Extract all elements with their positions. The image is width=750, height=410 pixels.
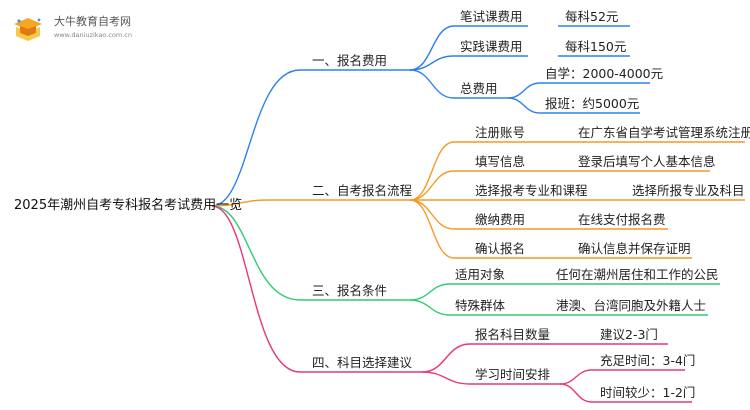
- branch-2-child-5-value: 确认信息并保存证明: [578, 241, 691, 256]
- branch-2-child-4-label: 缴纳费用: [475, 212, 526, 227]
- branch-1-to-child-1: [409, 25, 528, 71]
- branch-3-to-child-1: [409, 283, 545, 301]
- branch-1-child-3-sub-1: 自学：2000-4000元: [545, 66, 664, 81]
- branch-2-child-2-label: 填写信息: [475, 154, 526, 169]
- book-logo-icon: [14, 18, 42, 41]
- branch-4-child-1-value: 建议2-3门: [600, 327, 658, 342]
- logo: 大牛教育自考网 www.daniuzikao.com.cn: [8, 12, 148, 46]
- branch-1-child-2-label: 实践课费用: [460, 39, 523, 54]
- branch-3-to-child-2: [409, 299, 545, 316]
- branch-2-label: 二、自考报名流程: [312, 183, 413, 198]
- branch-2-to-child-1: [409, 141, 560, 201]
- child-2-to-sub-1: [559, 369, 685, 385]
- child-2-to-sub-2: [559, 383, 692, 403]
- branch-2-child-3-label: 选择报考专业和课程: [475, 183, 588, 198]
- branch-4-child-2-sub-2: 时间较少：1-2门: [600, 385, 696, 400]
- branch-4-to-child-2: [421, 371, 560, 385]
- branch-2-to-child-2: [409, 170, 560, 201]
- branch-2-to-child-4: [409, 199, 560, 230]
- branch-4-child-1-label: 报名科目数量: [475, 327, 551, 342]
- branch-1-child-3-sub-2: 报班：约5000元: [545, 96, 640, 111]
- logo-url: www.daniuzikao.com.cn: [54, 31, 132, 39]
- branch-2-child-5-label: 确认报名: [475, 241, 526, 256]
- root-to-branch-1: [211, 69, 410, 207]
- branch-3-child-1-value: 任何在潮州居住和工作的公民: [556, 267, 719, 282]
- branch-2-to-child-5: [409, 199, 560, 259]
- branch-1-child-1-value: 每科52元: [565, 9, 619, 24]
- branch-3-child-1-label: 适用对象: [455, 267, 506, 282]
- branch-4-child-2-sub-1: 充足时间：3-4门: [600, 353, 696, 368]
- branch-2-child-4-value: 在线支付报名费: [578, 212, 666, 227]
- branch-3-lines: [211, 205, 720, 316]
- branch-2-child-2-value: 登录后填写个人基本信息: [578, 154, 716, 169]
- root-node: 2025年潮州自考专科报名考试费用一览: [14, 198, 243, 213]
- branch-2-lines: [211, 141, 745, 259]
- root-to-branch-2: [211, 199, 410, 207]
- logo-title: 大牛教育自考网: [54, 15, 131, 28]
- branch-3-child-2-value: 港澳、台湾同胞及外籍人士: [556, 298, 707, 313]
- branch-1-child-3-label: 总费用: [460, 81, 498, 96]
- branch-2-child-1-value: 在广东省自学考试管理系统注册: [578, 125, 750, 140]
- branch-4-label: 四、科目选择建议: [312, 355, 413, 370]
- branch-1-child-1-label: 笔试课费用: [460, 9, 523, 24]
- branch-2-child-1-label: 注册账号: [475, 125, 526, 140]
- branch-1-lines: [211, 25, 650, 207]
- branch-4-to-child-1: [421, 343, 590, 373]
- branch-1-label: 一、报名费用: [312, 53, 388, 68]
- branch-1-to-child-2: [409, 55, 528, 71]
- root-to-branch-4: [211, 205, 422, 373]
- child-3-to-sub-2: [507, 97, 640, 114]
- root-to-branch-3: [211, 205, 410, 301]
- branch-2-child-3-value: 选择所报专业及科目: [632, 183, 745, 198]
- child-3-to-sub-1: [507, 82, 650, 99]
- branch-4-child-2-label: 学习时间安排: [475, 367, 551, 382]
- branch-1-child-2-value: 每科150元: [565, 39, 627, 54]
- branch-4-lines: [211, 205, 692, 403]
- branch-1-to-child-3: [409, 69, 508, 99]
- branch-3-label: 三、报名条件: [312, 283, 388, 298]
- branch-3-child-2-label: 特殊群体: [455, 298, 506, 313]
